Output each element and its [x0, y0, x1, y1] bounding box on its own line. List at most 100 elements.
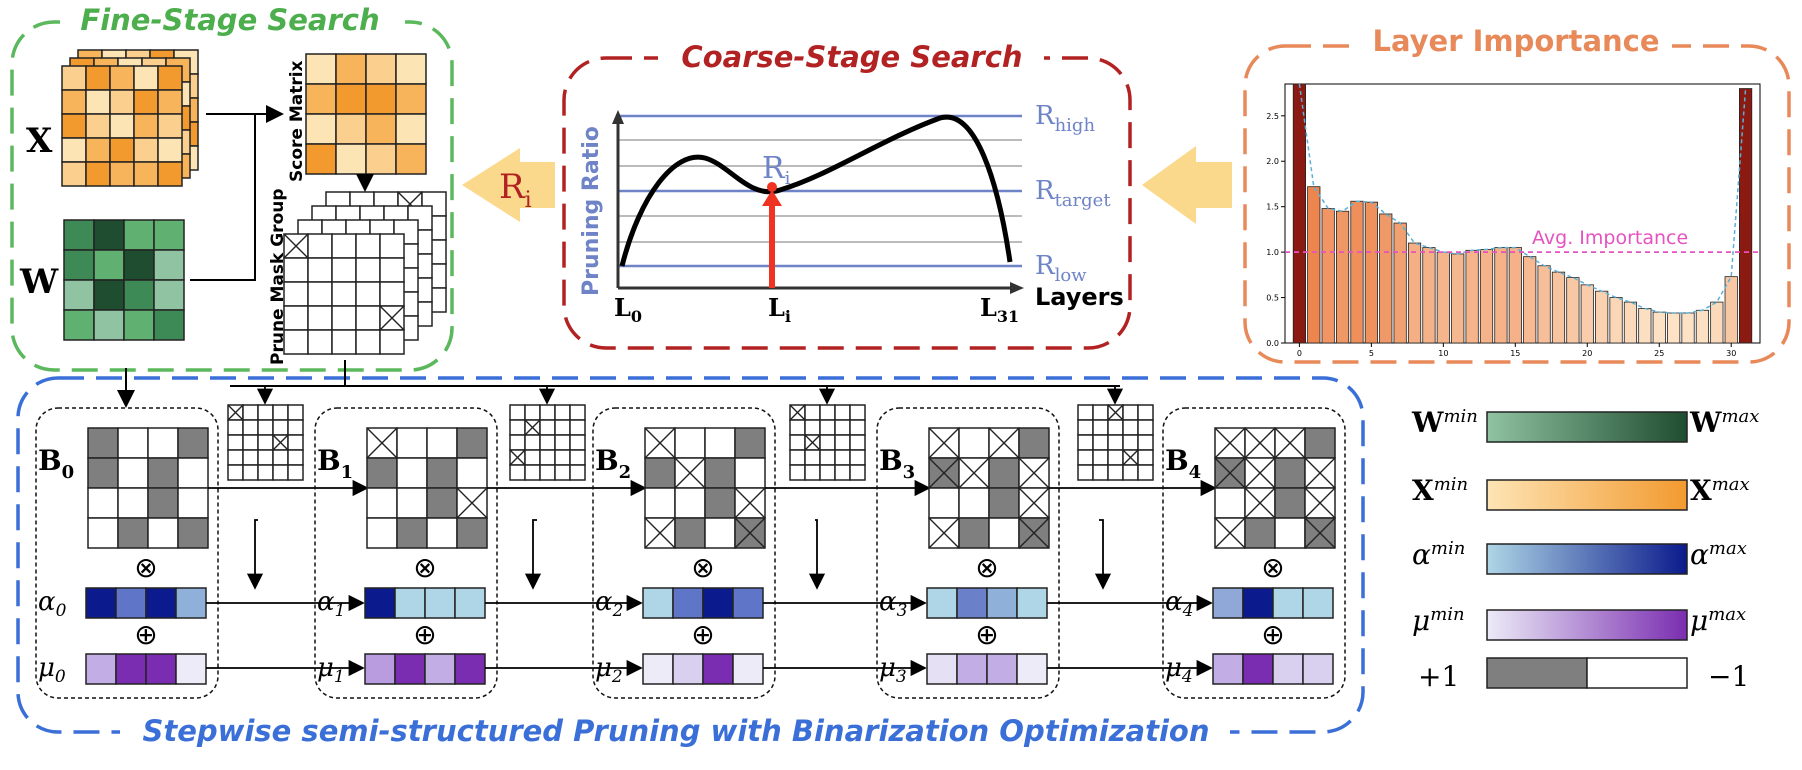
- matrix-cell: [702, 587, 734, 619]
- matrix-cell: [1137, 404, 1154, 421]
- legend-min-label: Xmin: [1412, 474, 1468, 507]
- matrix-cell: [133, 113, 159, 139]
- matrix-cell: [394, 587, 426, 619]
- y-tick-label: 0.5: [1266, 294, 1279, 303]
- matrix-cell: [804, 449, 821, 466]
- matrix-cell: [1214, 487, 1246, 519]
- matrix-cell: [396, 457, 428, 489]
- small-prune-mask: [227, 404, 304, 481]
- matrix-cell: [175, 653, 207, 685]
- cross-mark: [988, 427, 1020, 459]
- matrix-cell: [734, 457, 766, 489]
- b-label: B2: [595, 444, 631, 483]
- legend-max-label: Wmax: [1689, 406, 1759, 439]
- matrix-cell: [257, 404, 274, 421]
- matrix-cell: [157, 65, 183, 91]
- mu-label: μ2: [595, 653, 623, 687]
- cross-mark: [379, 305, 405, 331]
- matrix-cell: [539, 434, 556, 451]
- matrix-cell: [454, 587, 486, 619]
- matrix-cell: [834, 464, 851, 481]
- matrix-cell: [61, 113, 87, 139]
- cross-mark: [804, 434, 821, 451]
- oplus-symbol: ⊕: [975, 618, 998, 651]
- feedback-arrow: [246, 519, 264, 590]
- matrix-cell: [157, 161, 183, 187]
- r-target-label: Rtarget: [1035, 176, 1111, 211]
- feedback-arrow: [524, 519, 542, 590]
- matrix-cell: [395, 143, 427, 175]
- matrix-cell: [227, 464, 244, 481]
- cross-mark: [928, 517, 960, 549]
- matrix-cell: [395, 83, 427, 115]
- matrix-cell: [704, 457, 736, 489]
- importance-bar: [1609, 297, 1623, 344]
- matrix-cell: [157, 113, 183, 139]
- matrix-cell: [1274, 457, 1306, 489]
- matrix-cell: [1077, 449, 1094, 466]
- importance-bar: [1350, 200, 1364, 344]
- matrix-cell: [123, 249, 155, 281]
- importance-bar: [1724, 276, 1738, 344]
- score-matrix: [305, 53, 427, 175]
- matrix-cell: [1137, 464, 1154, 481]
- legend-plus-one: +1: [1418, 660, 1459, 693]
- cross-mark: [958, 457, 990, 489]
- matrix-cell: [63, 309, 95, 341]
- small-prune-mask: [1077, 404, 1154, 481]
- ri-arrow: Ri: [462, 148, 555, 222]
- matrix-cell: [734, 427, 766, 459]
- alpha-label: α4: [1165, 587, 1193, 621]
- matrix-cell: [242, 434, 259, 451]
- alpha-vector: [364, 587, 486, 619]
- matrix-cell: [153, 219, 185, 251]
- tick-l0: L0: [614, 293, 642, 326]
- matrix-cell: [956, 653, 988, 685]
- mu-vector: [926, 653, 1048, 685]
- matrix-cell: [849, 464, 866, 481]
- matrix-cell: [177, 487, 209, 519]
- matrix-cell: [355, 233, 381, 259]
- matrix-cell: [85, 161, 111, 187]
- alpha-label: α2: [595, 587, 623, 621]
- matrix-cell: [305, 113, 337, 145]
- matrix-cell: [133, 161, 159, 187]
- importance-bar: [1595, 290, 1609, 344]
- matrix-cell: [157, 89, 183, 115]
- matrix-cell: [569, 419, 586, 436]
- cross-mark: [1274, 427, 1306, 459]
- cross-mark: [1018, 517, 1050, 549]
- legend-gradient-bar: [1486, 479, 1688, 511]
- matrix-cell: [109, 65, 135, 91]
- pruning-ratio-curve: [619, 114, 1013, 267]
- matrix-cell: [242, 419, 259, 436]
- matrix-cell: [1272, 653, 1304, 685]
- matrix-cell: [87, 517, 119, 549]
- matrix-cell: [153, 249, 185, 281]
- matrix-cell: [123, 309, 155, 341]
- legend-binary-negative: [1586, 657, 1688, 689]
- matrix-cell: [674, 427, 706, 459]
- matrix-cell: [85, 137, 111, 163]
- matrix-cell: [117, 487, 149, 519]
- score-matrix-grid: [305, 53, 427, 175]
- cross-mark: [734, 487, 766, 519]
- mu-vector: [364, 653, 486, 685]
- mask-distribution-line: [230, 360, 1120, 387]
- importance-bar: [1307, 186, 1321, 344]
- matrix-cell: [426, 457, 458, 489]
- matrix-cell: [1244, 517, 1276, 549]
- matrix-cell: [305, 53, 337, 85]
- matrix-cell: [456, 517, 488, 549]
- matrix-cell: [958, 517, 990, 549]
- legend-min-label: Wmin: [1411, 406, 1478, 439]
- stage-block: B2⊗α2⊕μ2: [592, 407, 776, 699]
- importance-bar: [1667, 312, 1681, 344]
- matrix-cell: [1122, 404, 1139, 421]
- importance-bar: [1537, 265, 1551, 344]
- matrix-cell: [819, 419, 836, 436]
- matrix-cell: [145, 653, 177, 685]
- matrix-cell: [133, 137, 159, 163]
- matrix-cell: [539, 404, 556, 421]
